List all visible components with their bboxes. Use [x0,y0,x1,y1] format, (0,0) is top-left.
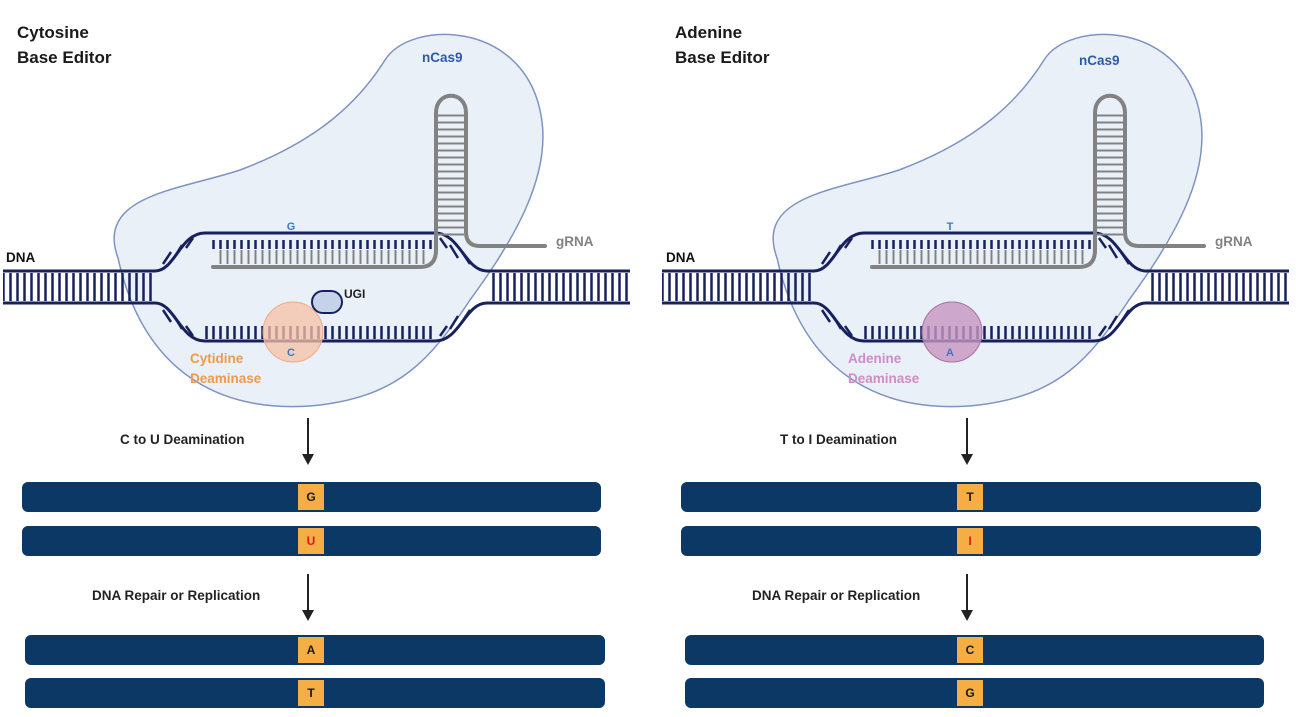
abe-step2-top-strand: C [685,635,1264,665]
abe-step2-bottom-strand: G [685,678,1264,708]
abe-step1-top-strand: T [681,482,1261,512]
cbe-title: Cytosine Base Editor [17,20,111,70]
cbe-step2-top-strand: A [25,635,605,665]
abe-arrow-1 [961,418,973,465]
abe-top-base: T [947,221,954,233]
cbe-title-line1: Cytosine [17,23,89,42]
ncas9-protein [113,33,544,408]
abe-step1-bottom-base: I [957,528,983,554]
adenine-deaminase-label-1: Adenine [848,351,902,366]
abe-title: Adenine Base Editor [675,20,769,70]
abe-grna [870,93,1206,269]
cbe-step1-bottom-base: U [298,528,324,554]
cbe-step2-label: DNA Repair or Replication [92,588,261,603]
abe-step2-top-base: C [957,637,983,663]
abe-diagram: nCas9 gRNA T A Adenine Deaminase DNA [662,33,1289,408]
abe-step1-top-base: T [957,484,983,510]
cbe-dna-label: DNA [6,250,35,265]
abe-title-line2: Base Editor [675,48,770,67]
cbe-top-base: G [287,221,296,233]
cbe-step2-bottom-strand: T [25,678,605,708]
abe-grna-label: gRNA [1215,234,1253,249]
cbe-step2-top-base: A [298,637,324,663]
ugi-protein [311,290,343,314]
cytidine-deaminase [262,301,324,363]
cbe-title-line2: Base Editor [17,48,112,67]
abe-bottom-base: A [946,347,954,359]
cbe-grna-label: gRNA [556,234,594,249]
cbe-step1-top-base: G [298,484,324,510]
cbe-arrow-1 [302,418,314,465]
adenine-deaminase [921,301,983,363]
ncas9-protein [772,33,1203,408]
cbe-arrow-2 [302,574,314,621]
cbe-diagram: nCas9 gRNA G C Cytidine Deaminase UGI DN… [3,33,630,408]
cbe-step2-bottom-base: T [298,680,324,706]
cytidine-deaminase-label-2: Deaminase [190,371,262,386]
abe-arrow-2 [961,574,973,621]
cytidine-deaminase-label-1: Cytidine [190,351,244,366]
cbe-ncas9-label: nCas9 [422,50,463,65]
cbe-step1-label: C to U Deamination [120,432,245,447]
abe-step2-bottom-base: G [957,680,983,706]
adenine-deaminase-label-2: Deaminase [848,371,920,386]
cbe-step1-top-strand: G [22,482,601,512]
cbe-grna [211,93,547,269]
abe-dna-label: DNA [666,250,695,265]
abe-ncas9-label: nCas9 [1079,53,1120,68]
cbe-bottom-base: C [287,347,295,359]
abe-step2-label: DNA Repair or Replication [752,588,921,603]
abe-title-line1: Adenine [675,23,743,42]
ugi-label: UGI [344,287,365,301]
abe-step1-label: T to I Deamination [780,432,898,447]
cbe-step1-bottom-strand: U [22,526,601,556]
abe-step1-bottom-strand: I [681,526,1261,556]
